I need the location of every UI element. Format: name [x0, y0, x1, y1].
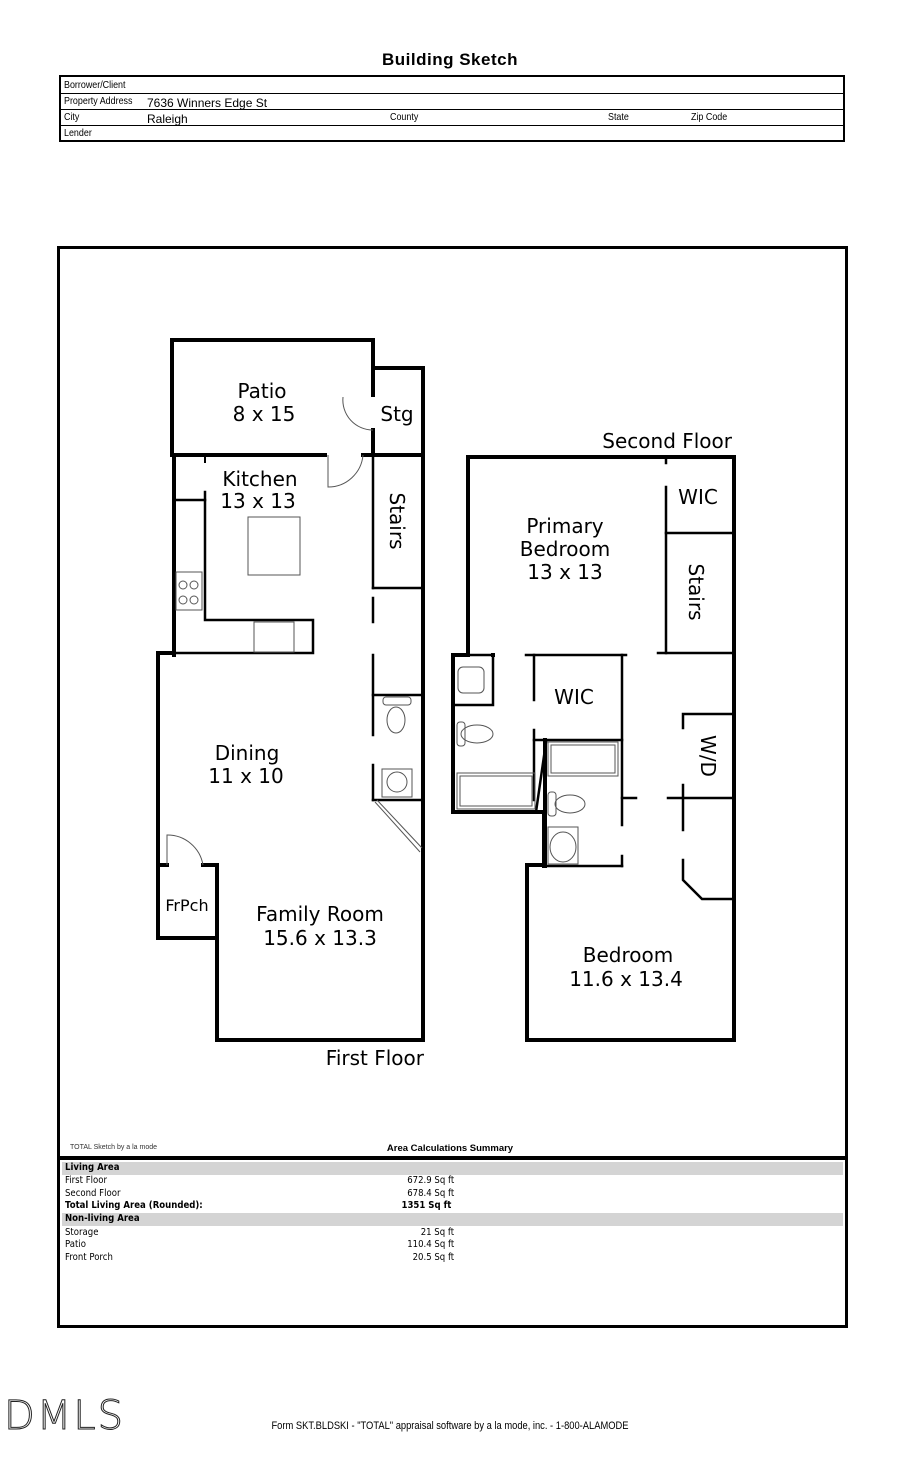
- storage-label: Stg: [380, 402, 413, 426]
- address-row: Property Address 7636 Winners Edge St: [61, 93, 843, 110]
- total-living-row: Total Living Area (Rounded): 1351 Sq ft: [62, 1200, 843, 1213]
- zip-label: Zip Code: [691, 111, 728, 123]
- county-label: County: [390, 111, 419, 123]
- state-label: State: [608, 111, 629, 123]
- first-floor-label: First Floor: [326, 1046, 425, 1070]
- city-label: City: [64, 111, 80, 123]
- lender-label: Lender: [64, 127, 92, 139]
- row-label: First Floor: [65, 1175, 107, 1186]
- second-floor-walls: [451, 455, 736, 1042]
- borrower-label: Borrower/Client: [64, 79, 126, 91]
- borrower-row: Borrower/Client: [61, 77, 843, 94]
- table-row: Front Porch 20.5 Sq ft: [62, 1252, 843, 1265]
- primary-bedroom-dims: 13 x 13: [527, 560, 602, 584]
- area-summary-title: Area Calculations Summary: [386, 1143, 514, 1154]
- living-area-header-label: Living Area: [65, 1162, 120, 1173]
- front-porch-label: FrPch: [165, 896, 208, 915]
- row-value: 678.4 Sq ft: [407, 1188, 454, 1199]
- wic-upper-label: WIC: [678, 485, 718, 509]
- non-living-area-header-label: Non-living Area: [65, 1213, 140, 1224]
- first-floor-walls: [156, 338, 425, 1042]
- summary-divider: [59, 1156, 846, 1160]
- table-row: First Floor 672.9 Sq ft: [62, 1175, 843, 1188]
- bedroom-label: Bedroom: [583, 943, 673, 967]
- primary-bedroom-label-1: Primary: [526, 514, 603, 538]
- address-label: Property Address: [64, 95, 133, 107]
- city-value: Raleigh: [147, 112, 188, 126]
- form-footer: Form SKT.BLDSKI - "TOTAL" appraisal soft…: [271, 1420, 629, 1432]
- sketch-credit: TOTAL Sketch by a la mode: [70, 1144, 158, 1151]
- room-labels: Patio 8 x 15 Stg Kitchen 13 x 13 Stairs …: [165, 379, 732, 1070]
- stairs-first-label: Stairs: [385, 493, 409, 550]
- table-row: Second Floor 678.4 Sq ft: [62, 1188, 843, 1201]
- row-label: Storage: [65, 1227, 99, 1238]
- non-living-area-header: Non-living Area: [62, 1213, 843, 1226]
- row-label: Second Floor: [65, 1188, 121, 1199]
- second-floor-fixtures: [456, 666, 619, 865]
- dining-dims: 11 x 10: [208, 764, 283, 788]
- stairs-second-label: Stairs: [684, 564, 708, 621]
- family-room-dims: 15.6 x 13.3: [263, 926, 377, 950]
- table-row: Patio 110.4 Sq ft: [62, 1239, 843, 1252]
- family-room-label: Family Room: [256, 902, 384, 926]
- kitchen-label: Kitchen: [222, 467, 297, 491]
- table-row: Storage 21 Sq ft: [62, 1227, 843, 1240]
- primary-bedroom-label-2: Bedroom: [520, 537, 610, 561]
- total-living-value: 1351 Sq ft: [401, 1200, 451, 1211]
- washer-dryer-label: W/D: [696, 735, 720, 777]
- row-label: Patio: [65, 1239, 86, 1250]
- sketch-frame: [57, 246, 848, 1328]
- bedroom-dims: 11.6 x 13.4: [569, 967, 683, 991]
- second-floor-label: Second Floor: [602, 429, 732, 453]
- row-value: 21 Sq ft: [420, 1227, 454, 1238]
- patio-label: Patio: [237, 379, 286, 403]
- page-title: Building Sketch: [382, 50, 518, 69]
- lender-row: Lender: [61, 125, 843, 140]
- row-value: 110.4 Sq ft: [407, 1239, 454, 1250]
- living-area-header: Living Area: [62, 1162, 843, 1175]
- first-floor-fixtures: [166, 396, 423, 866]
- row-value: 672.9 Sq ft: [407, 1175, 454, 1186]
- total-living-label: Total Living Area (Rounded):: [65, 1200, 203, 1211]
- dining-label: Dining: [215, 741, 280, 765]
- row-value: 20.5 Sq ft: [412, 1252, 454, 1263]
- address-value: 7636 Winners Edge St: [147, 96, 268, 110]
- patio-dims: 8 x 15: [233, 402, 296, 426]
- city-row: City Raleigh County State Zip Code: [61, 109, 843, 126]
- dmls-watermark-logo: DMLS: [4, 1393, 125, 1440]
- row-label: Front Porch: [65, 1252, 113, 1263]
- kitchen-dims: 13 x 13: [220, 489, 295, 513]
- property-info-table: Borrower/Client Property Address 7636 Wi…: [59, 75, 845, 142]
- wic-lower-label: WIC: [554, 685, 594, 709]
